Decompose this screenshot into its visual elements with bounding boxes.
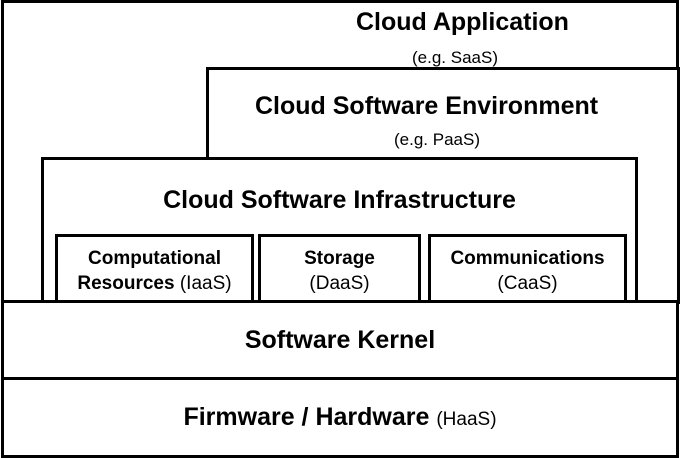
firmware-hardware-line: Firmware / Hardware (HaaS) bbox=[4, 403, 676, 432]
cloud-application-title: Cloud Application bbox=[356, 8, 569, 36]
daas-tag: (DaaS) bbox=[309, 273, 370, 294]
communications-box: Communications (CaaS) bbox=[428, 234, 627, 304]
cloud-software-environment-example: (e.g. PaaS) bbox=[394, 130, 480, 149]
cloud-software-infrastructure-title: Cloud Software Infrastructure bbox=[163, 186, 516, 214]
computational-label: Computational bbox=[88, 248, 221, 269]
cloud-application-example: (e.g. SaaS) bbox=[412, 48, 498, 67]
caas-tag: (CaaS) bbox=[497, 273, 558, 294]
haas-tag: (HaaS) bbox=[436, 409, 497, 430]
software-kernel-title: Software Kernel bbox=[244, 326, 436, 354]
computational-resources-box: Computational Resources (IaaS) bbox=[55, 234, 254, 304]
firmware-hardware-title: Firmware / Hardware bbox=[183, 403, 430, 431]
resources-label: Resources bbox=[77, 273, 175, 294]
firmware-hardware-layer: Firmware / Hardware (HaaS) bbox=[1, 377, 679, 458]
communications-label: Communications bbox=[450, 248, 605, 269]
iaas-tag: (IaaS) bbox=[179, 273, 232, 294]
resources-line: Resources (IaaS) bbox=[58, 273, 251, 295]
storage-box: Storage (DaaS) bbox=[258, 234, 421, 304]
cloud-software-environment-title: Cloud Software Environment bbox=[255, 92, 599, 120]
software-kernel-layer: Software Kernel bbox=[1, 300, 679, 381]
storage-label: Storage bbox=[304, 248, 375, 269]
